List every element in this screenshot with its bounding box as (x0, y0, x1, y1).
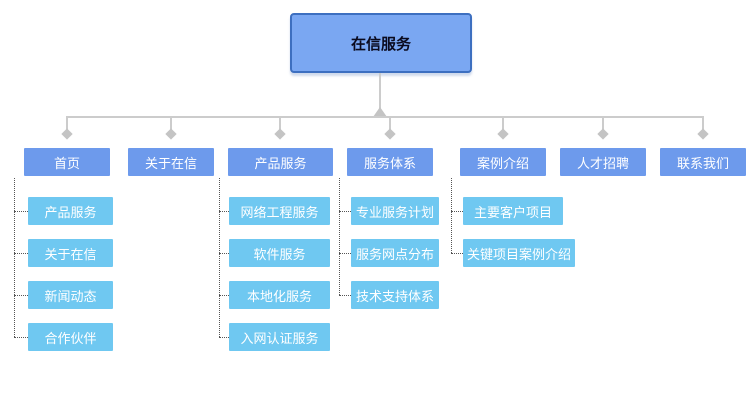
dotted-line-services-group (339, 178, 340, 295)
main-node-products[interactable]: 产品服务 (228, 148, 333, 176)
root-node[interactable]: 在信服务 (290, 13, 472, 73)
dotted-branch-home-3 (14, 295, 28, 296)
home-child-about[interactable]: 关于在信 (28, 239, 113, 267)
up-arrow-icon (373, 107, 387, 117)
cases-child-clients[interactable]: 主要客户项目 (463, 197, 563, 225)
dotted-branch-home-2 (14, 253, 28, 254)
dotted-branch-products-4 (219, 337, 229, 338)
diamond-icon-home (61, 128, 73, 140)
dotted-line-cases-group (451, 178, 452, 253)
services-child-support[interactable]: 技术支持体系 (351, 281, 439, 309)
dotted-branch-services-1 (339, 211, 351, 212)
products-child-software[interactable]: 软件服务 (229, 239, 330, 267)
diamond-icon-careers (597, 128, 609, 140)
main-node-cases[interactable]: 案例介绍 (460, 148, 546, 176)
main-node-services[interactable]: 服务体系 (347, 148, 433, 176)
trunk-vertical-line (379, 73, 381, 109)
diamond-icon-contact (697, 128, 709, 140)
drop-line-products (279, 118, 281, 131)
cases-child-key-projects[interactable]: 关键项目案例介绍 (463, 239, 575, 267)
dotted-branch-products-3 (219, 295, 229, 296)
products-child-certification[interactable]: 入网认证服务 (229, 323, 330, 351)
dotted-line-products-group (219, 178, 220, 337)
dotted-branch-cases-2 (451, 253, 463, 254)
services-child-network[interactable]: 服务网点分布 (351, 239, 439, 267)
main-node-careers[interactable]: 人才招聘 (560, 148, 646, 176)
diamond-icon-cases (497, 128, 509, 140)
main-node-contact[interactable]: 联系我们 (660, 148, 746, 176)
products-child-localization[interactable]: 本地化服务 (229, 281, 330, 309)
dotted-line-home-group (14, 178, 15, 337)
drop-line-careers (602, 118, 604, 131)
home-child-partners[interactable]: 合作伙伴 (28, 323, 113, 351)
dotted-branch-products-1 (219, 211, 229, 212)
drop-line-contact (702, 118, 704, 131)
main-node-home[interactable]: 首页 (24, 148, 110, 176)
drop-line-about (170, 118, 172, 131)
home-child-products[interactable]: 产品服务 (28, 197, 113, 225)
drop-line-services (389, 118, 391, 131)
home-child-news[interactable]: 新闻动态 (28, 281, 113, 309)
dotted-branch-services-3 (339, 295, 351, 296)
trunk-horizontal-line (66, 116, 704, 118)
main-node-about[interactable]: 关于在信 (128, 148, 214, 176)
dotted-branch-home-1 (14, 211, 28, 212)
products-child-network[interactable]: 网络工程服务 (229, 197, 330, 225)
dotted-branch-home-4 (14, 337, 28, 338)
drop-line-cases (502, 118, 504, 131)
diamond-icon-about (165, 128, 177, 140)
dotted-branch-services-2 (339, 253, 351, 254)
dotted-branch-cases-1 (451, 211, 463, 212)
dotted-branch-products-2 (219, 253, 229, 254)
services-child-plan[interactable]: 专业服务计划 (351, 197, 439, 225)
diamond-icon-products (274, 128, 286, 140)
diamond-icon-services (384, 128, 396, 140)
drop-line-home (66, 118, 68, 131)
